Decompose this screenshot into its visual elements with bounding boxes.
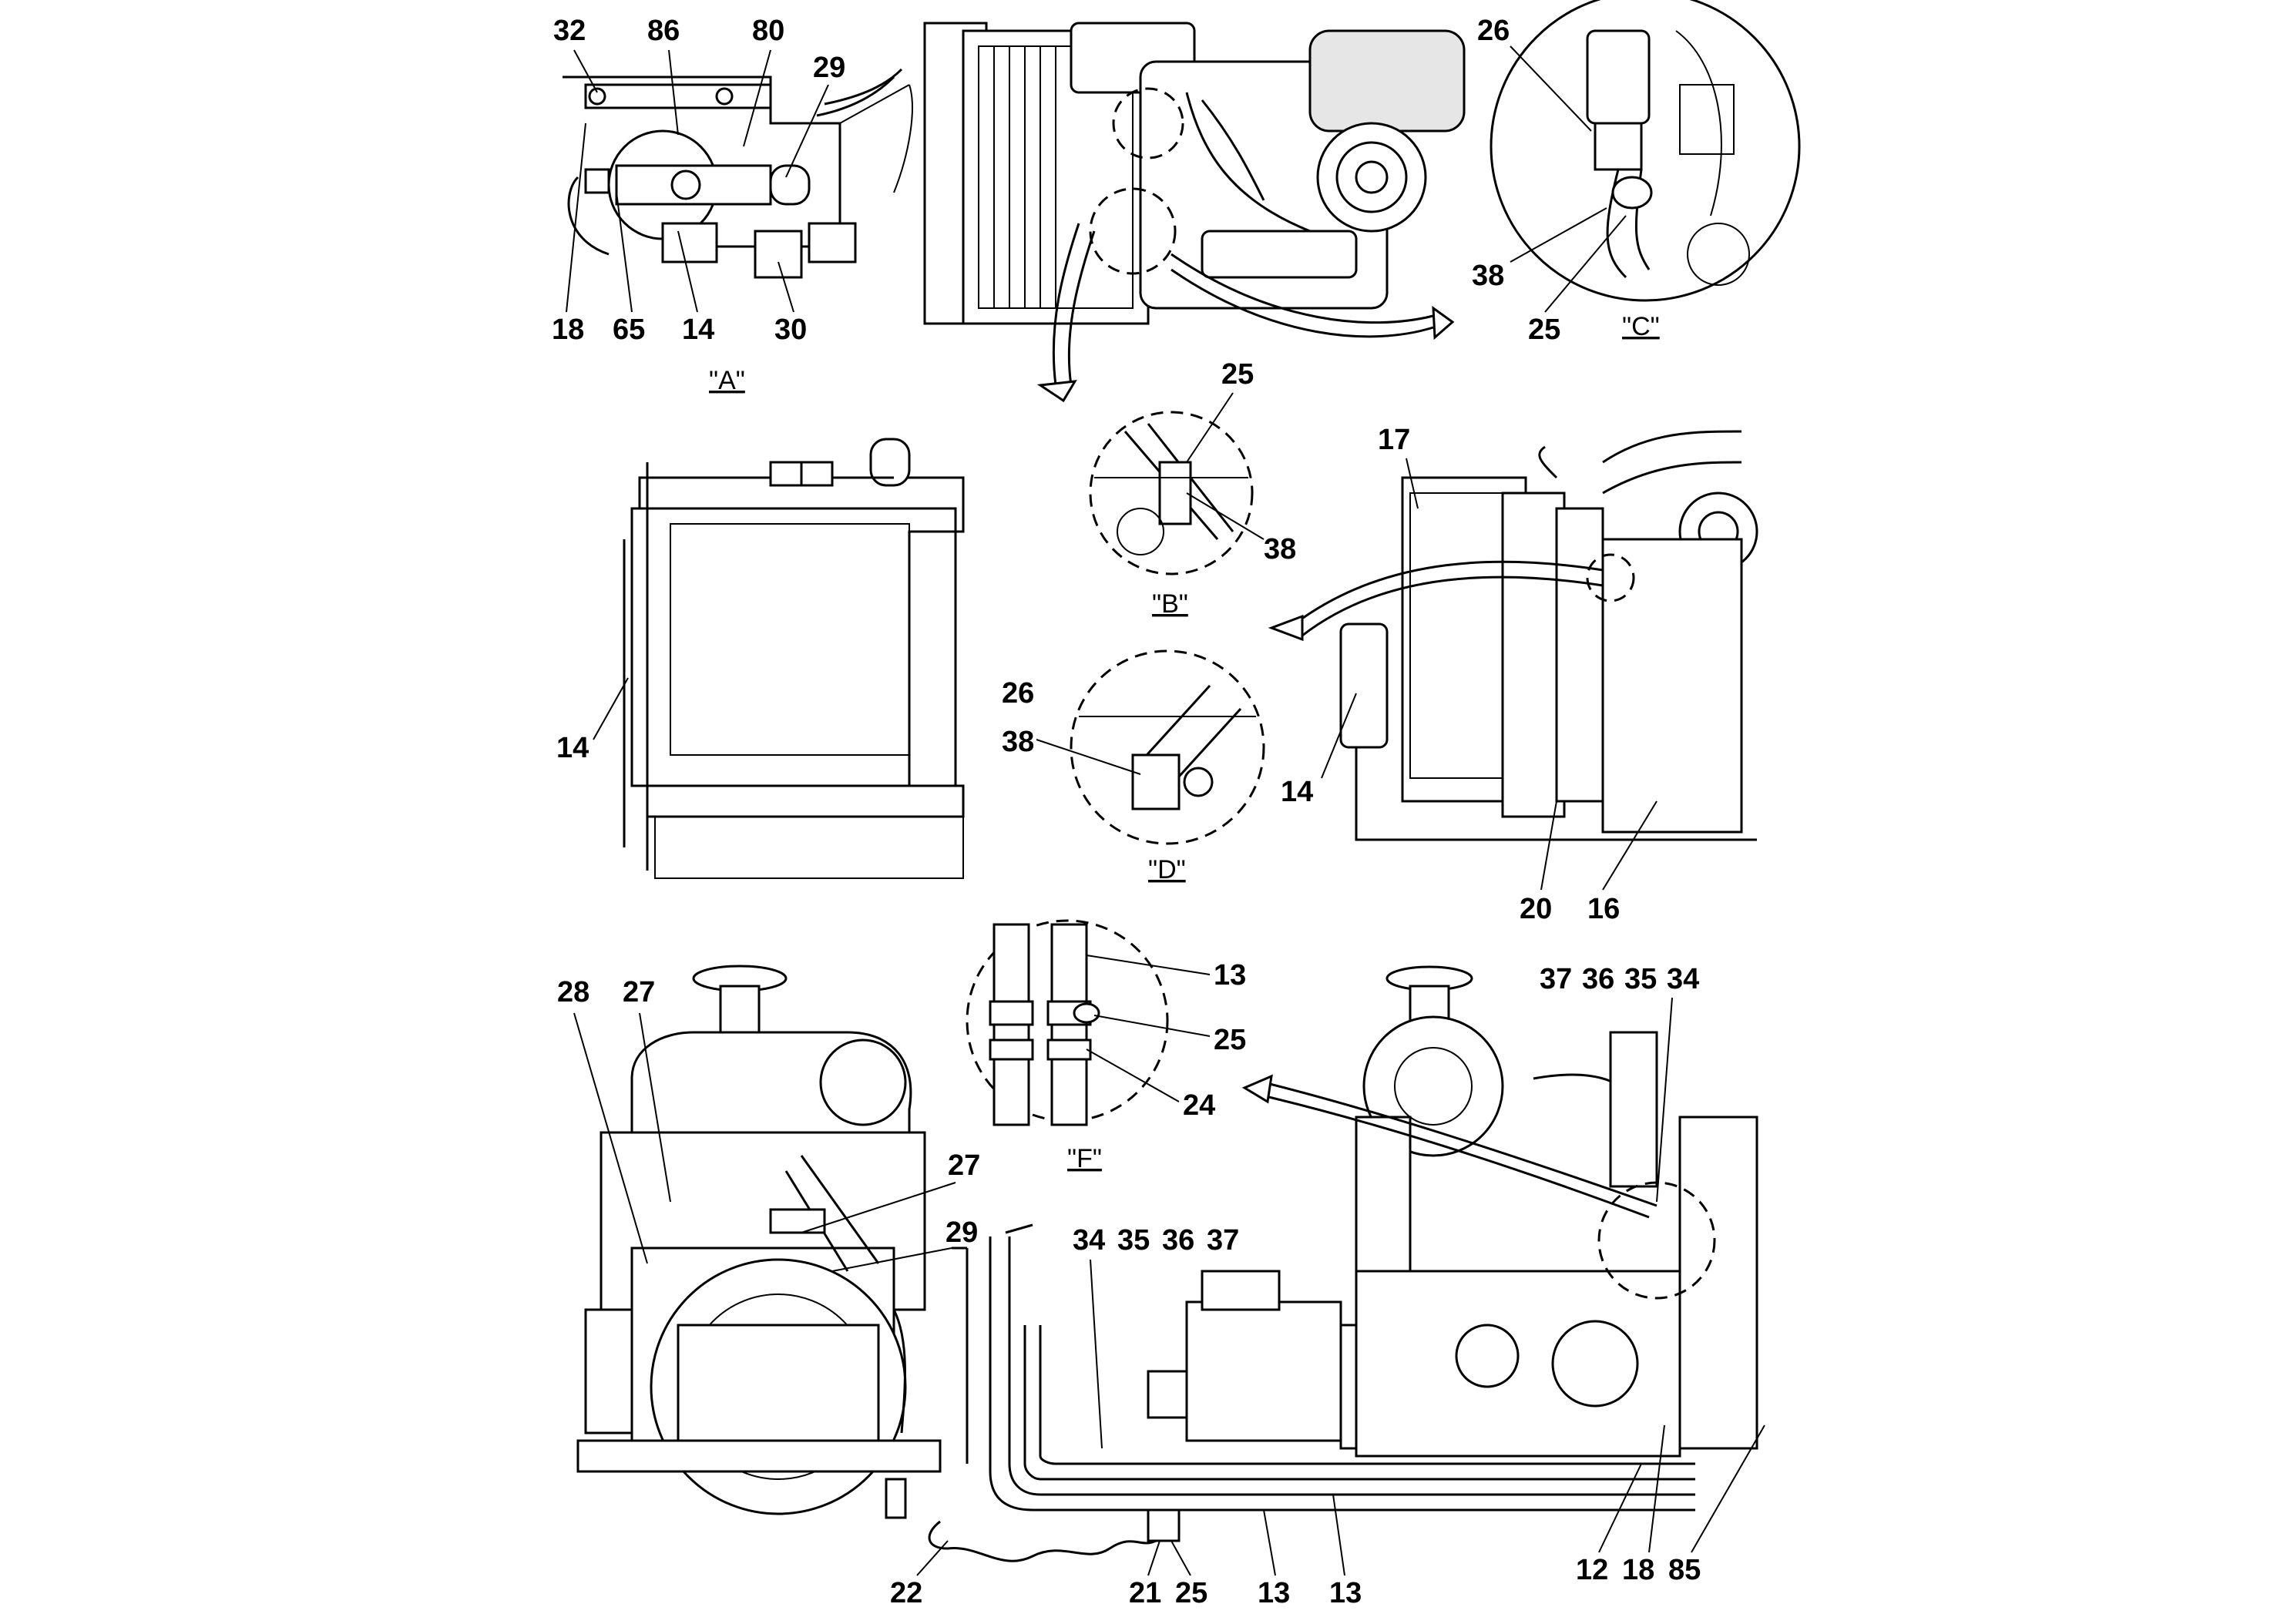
callout-34-pump: 34 bbox=[1073, 1224, 1105, 1257]
engine-top-view bbox=[816, 22, 1466, 403]
view-b-detail: 25 38 "B" bbox=[1089, 358, 1296, 619]
callout-80: 80 bbox=[752, 15, 784, 47]
callout-20: 20 bbox=[1520, 893, 1552, 925]
callout-25-pump: 25 bbox=[1175, 1577, 1207, 1609]
callout-14: 14 bbox=[682, 314, 714, 346]
callout-17: 17 bbox=[1378, 424, 1410, 456]
engine-rear-view: 28 27 27 29 22 bbox=[557, 965, 1157, 1609]
callout-37-pump: 37 bbox=[1207, 1224, 1239, 1257]
callout-14-front: 14 bbox=[556, 732, 589, 764]
callout-86: 86 bbox=[647, 15, 680, 47]
callout-25-b: 25 bbox=[1221, 358, 1254, 391]
view-label-a: "A" bbox=[709, 366, 745, 395]
callout-65: 65 bbox=[613, 314, 645, 346]
callout-16: 16 bbox=[1587, 893, 1620, 925]
view-d-detail: 26 38 "D" bbox=[1002, 649, 1265, 884]
callout-13-f: 13 bbox=[1214, 959, 1246, 992]
callout-26-c: 26 bbox=[1477, 15, 1510, 47]
engine-side-view: 17 14 20 16 bbox=[1268, 424, 1758, 925]
view-a-callouts: 32 86 80 29 18 65 14 30 "A" bbox=[552, 15, 845, 395]
callout-26-d: 26 bbox=[1002, 677, 1034, 710]
callout-36-right: 36 bbox=[1582, 963, 1614, 995]
callout-14-side: 14 bbox=[1281, 776, 1313, 808]
callout-34-right: 34 bbox=[1667, 963, 1699, 995]
callout-13-a: 13 bbox=[1258, 1577, 1290, 1609]
callout-35-pump: 35 bbox=[1117, 1224, 1150, 1257]
callout-25-f: 25 bbox=[1214, 1024, 1246, 1056]
view-label-d: "D" bbox=[1148, 855, 1186, 884]
callout-18: 18 bbox=[552, 314, 584, 346]
radiator-front-view: 14 bbox=[556, 438, 965, 879]
callout-32: 32 bbox=[553, 15, 586, 47]
callout-21: 21 bbox=[1129, 1577, 1161, 1609]
callout-38-d: 38 bbox=[1002, 726, 1034, 758]
callout-85: 85 bbox=[1668, 1554, 1701, 1586]
callout-38-b: 38 bbox=[1264, 533, 1296, 565]
view-c-detail: 26 38 25 "C" bbox=[1472, 0, 1801, 346]
view-label-c: "C" bbox=[1622, 312, 1660, 341]
callout-13-b: 13 bbox=[1329, 1577, 1362, 1609]
callout-37-right: 37 bbox=[1540, 963, 1572, 995]
callout-36-pump: 36 bbox=[1162, 1224, 1194, 1257]
view-f-detail: 13 25 24 "F" bbox=[966, 919, 1246, 1173]
callout-38-c: 38 bbox=[1472, 260, 1504, 292]
callout-35-right: 35 bbox=[1624, 963, 1657, 995]
callout-27-right: 27 bbox=[948, 1149, 980, 1182]
callout-28: 28 bbox=[557, 976, 589, 1008]
callout-27-left: 27 bbox=[623, 976, 655, 1008]
callout-24-f: 24 bbox=[1183, 1089, 1215, 1122]
callout-25-c: 25 bbox=[1528, 314, 1560, 346]
view-label-f: "F" bbox=[1067, 1144, 1102, 1173]
view-a-detail bbox=[563, 75, 913, 279]
callout-29-rear: 29 bbox=[945, 1216, 978, 1249]
view-label-b: "B" bbox=[1152, 589, 1188, 619]
callout-30: 30 bbox=[774, 314, 807, 346]
callout-18-right: 18 bbox=[1622, 1554, 1654, 1586]
callout-29: 29 bbox=[813, 52, 845, 84]
callout-22: 22 bbox=[890, 1577, 922, 1609]
callout-12: 12 bbox=[1576, 1554, 1608, 1586]
engine-right-view: 37 36 35 34 12 18 85 bbox=[1241, 963, 1765, 1586]
